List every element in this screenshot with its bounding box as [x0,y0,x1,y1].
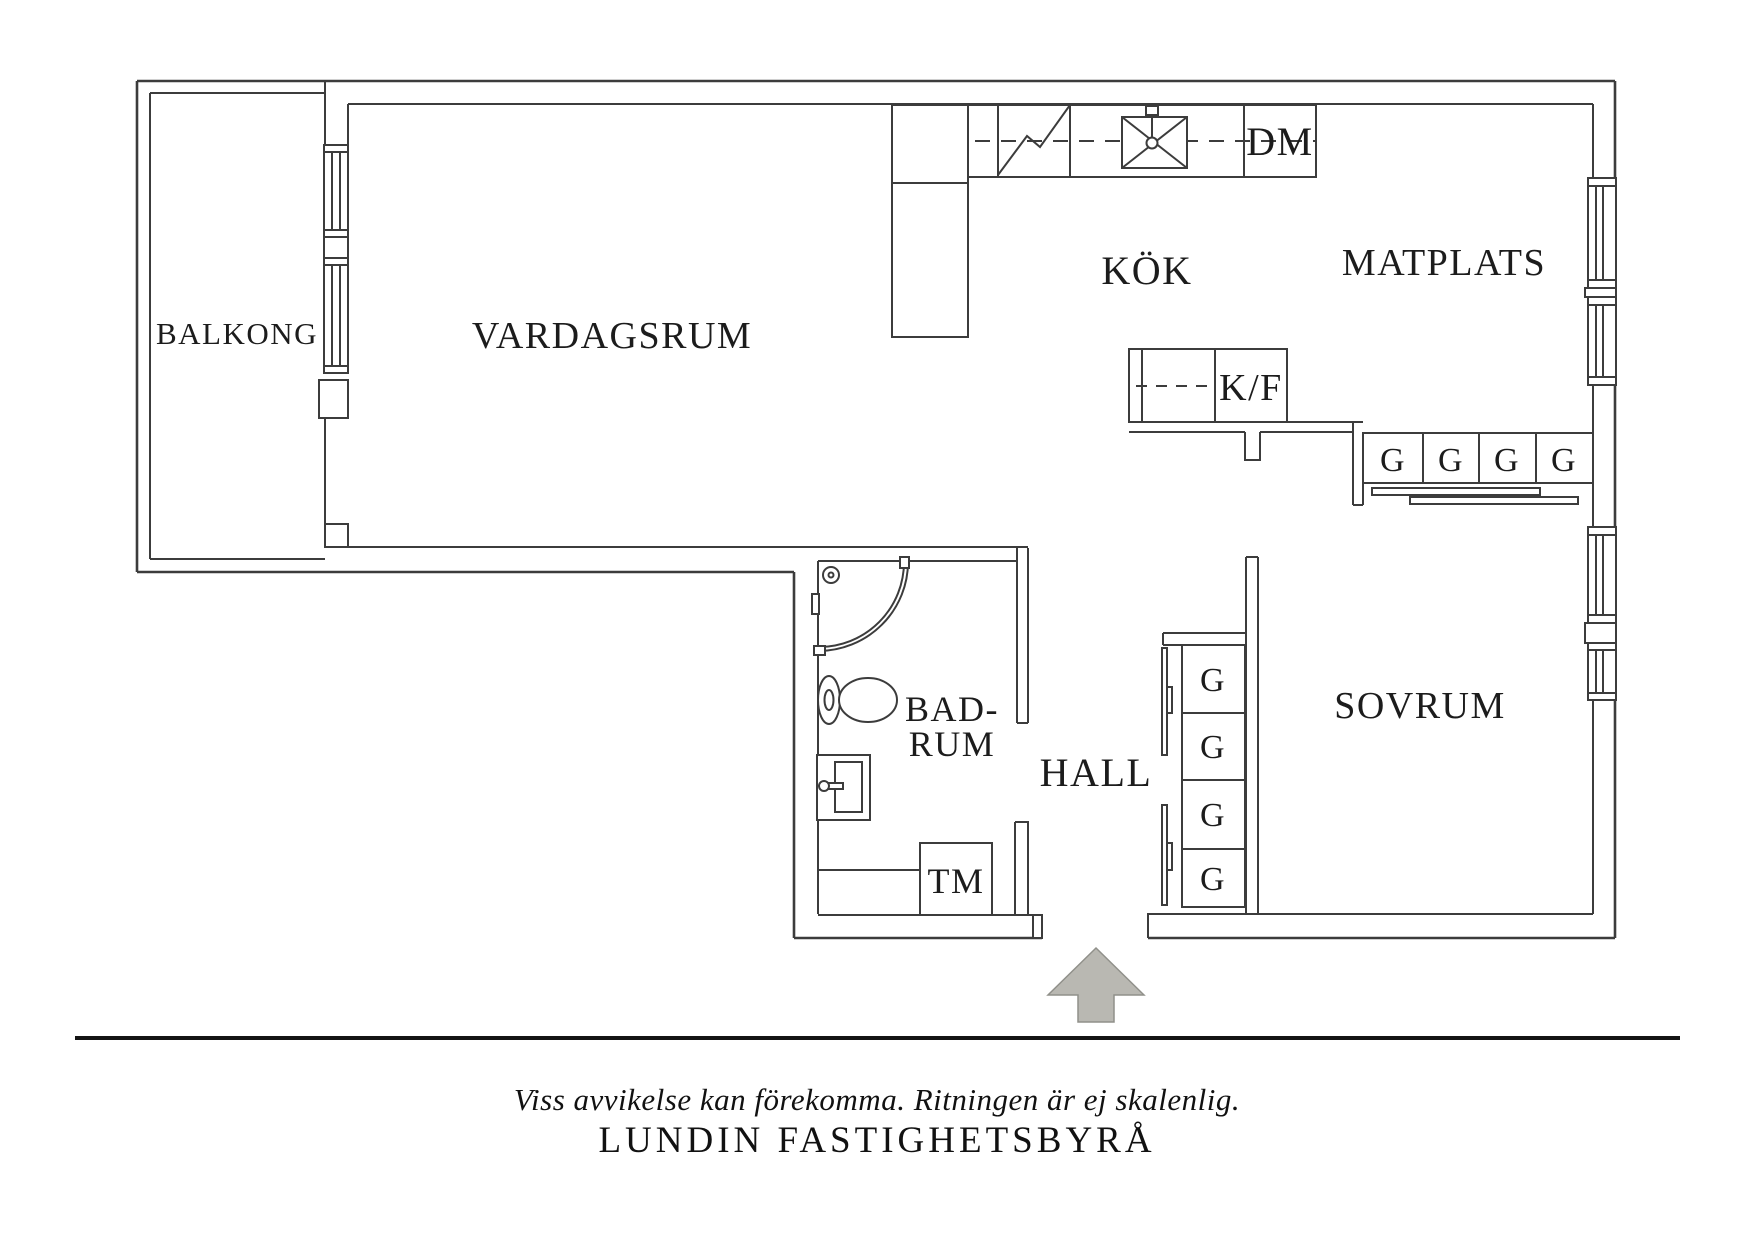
balcony-windows [318,144,349,419]
appliance-label-tm: TM [928,861,985,901]
appliance-label-dm: DM [1246,119,1313,164]
wardrobe-column-hall [1161,644,1246,908]
interior-walls [324,81,1594,939]
wardrobe-label: G [1380,442,1406,479]
toilet-icon [817,675,898,725]
fridge-freezer-unit [1128,348,1288,423]
footer-divider [75,1036,1680,1040]
wardrobe-label: G [1551,442,1577,479]
footer-brand-text: LUNDIN FASTIGHETSBYRÅ [598,1120,1155,1161]
footer-disclaimer-text: Viss avvikelse kan förekomma. Ritningen … [514,1082,1240,1117]
window-icon [323,144,349,238]
room-label-balkong: BALKONG [156,316,318,351]
balcony-door-icon [318,379,349,419]
wardrobe-label: G [1438,442,1464,479]
dining-windows [1584,177,1617,386]
washing-machine-box [919,842,993,916]
appliance-label-kf: K/F [1219,367,1283,409]
bedroom-windows [1584,526,1617,701]
room-label-badrum-2: RUM [909,724,996,764]
stove-icon [997,104,1071,176]
exterior-walls [135,79,1617,940]
sliding-door-icon [1409,496,1579,505]
room-label-sovrum: SOVRUM [1334,685,1506,727]
wardrobe-label: G [1494,442,1520,479]
room-label-matplats: MATPLATS [1342,242,1546,284]
room-label-kok: KÖK [1101,248,1192,293]
room-label-badrum-1: BAD- [905,689,999,729]
kitchen-counter [967,104,1317,178]
sliding-door-icon [1371,487,1541,496]
bathroom-sink-icon [816,754,871,821]
window-icon [323,257,349,374]
wardrobe-label: G [1200,729,1226,766]
wardrobe-label: G [1200,861,1226,898]
wardrobe-row-horizontal [1362,432,1594,505]
wardrobe-label: G [1200,797,1226,834]
entrance-arrow-icon [1046,946,1146,1023]
room-label-vardagsrum: VARDAGSRUM [472,315,752,357]
room-label-hall: HALL [1040,750,1153,795]
shower-icon [811,556,910,656]
kitchen-sink-icon [1121,105,1188,169]
balcony-walls [149,92,325,560]
wardrobe-label: G [1200,662,1226,699]
